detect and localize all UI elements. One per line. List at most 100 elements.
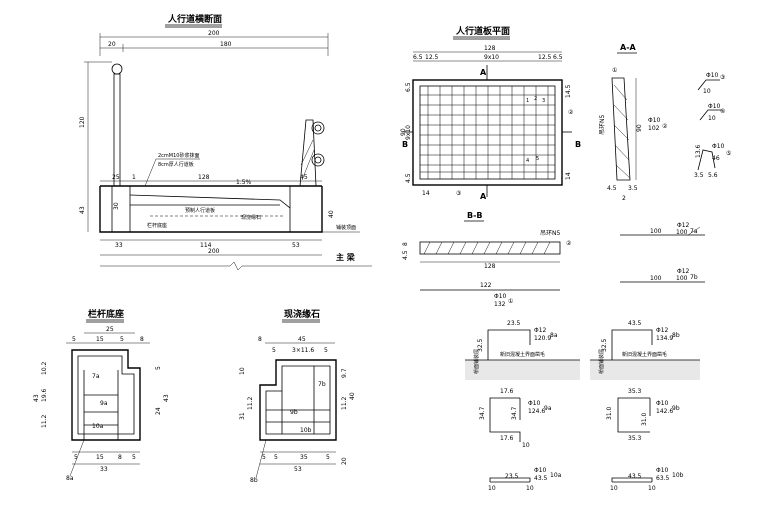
marker-2: ② (568, 109, 574, 116)
rb-dim-8: 8 (140, 336, 144, 343)
label-railing-base: 栏杆底座 (147, 222, 167, 229)
cast-curb-title: 现浇缘石 (284, 308, 320, 320)
rb-dim-102: 10.2 (41, 361, 48, 375)
rb-dim-15: 15 (96, 336, 104, 343)
dim-43: 43 (79, 206, 86, 214)
dim-2-aa: 2 (622, 195, 626, 202)
railing-tube-upper (311, 121, 325, 135)
r9b-310b: 31.0 (641, 412, 648, 426)
marker-3: ③ (456, 190, 461, 197)
dim-25: 25 (112, 174, 120, 181)
dim-90-aa: 90 (636, 124, 643, 132)
cc-outline (259, 359, 337, 441)
hatch (614, 144, 630, 161)
dim-1: 1 (132, 174, 136, 181)
r3-len: 10 (703, 88, 711, 95)
railing-base-view: 栏杆底座 25 5 15 5 8 7a 9a 10a 8a 10.2 19.6 … (33, 308, 170, 482)
r8a-325: 32.5 (477, 338, 484, 352)
r10b-435: 43.5 (628, 473, 642, 480)
rebar-8b-detail: 43.5 Φ12 134.9 8b 32.5 新旧混凝土界面凿毛 桥面铺装层 (590, 320, 700, 380)
rb-inner (77, 355, 135, 435)
rebar-details-right: Φ10 10 ③ Φ10 10 ④ Φ10 46 ⑤ 13.6 3.5 5.6 … (620, 72, 731, 283)
rebar-5 (697, 149, 716, 171)
label-hook-aa: 吊环N5 (599, 115, 606, 135)
label-curb: 现浇缘石 (241, 214, 261, 221)
rb-dim-196: 19.6 (41, 388, 48, 402)
r7a-mark: 7a (690, 228, 698, 235)
rb-dim-5d: 5 (132, 454, 136, 461)
r5-len: 46 (712, 155, 720, 162)
railing-post (113, 73, 121, 187)
deck-layer (465, 360, 580, 380)
rb-dim-112: 11.2 (41, 414, 48, 428)
rb-dim-25: 25 (106, 326, 114, 333)
railing-tube-lower (311, 153, 325, 167)
cc-mark-9b: 9b (290, 409, 298, 416)
rebar-10b-detail: 43.5 Φ10 63.5 10b 10 10 (610, 467, 684, 492)
rebar-10a-shape (489, 477, 531, 482)
rebar-label-3: 3 (542, 98, 545, 104)
railing-tube-upper-inner (314, 124, 322, 132)
dim-128-plan: 128 (484, 45, 496, 52)
dim-33: 33 (115, 242, 123, 249)
section-body (99, 186, 323, 233)
section-mark-b-left: B (402, 140, 408, 149)
r8b-len: 134.9 (656, 335, 673, 342)
marker-2-bb: ② (566, 240, 572, 247)
rb-dim-8: 8 (118, 454, 122, 461)
r4-mark: ④ (720, 108, 725, 115)
slab-inner (419, 85, 556, 180)
r8a-note: 桥面铺装层 (473, 349, 480, 374)
label-main-beam: 主 梁 (336, 252, 356, 262)
dim-30: 30 (113, 202, 120, 210)
section-aa-view: A-A ① 吊环N5 90 Φ10 102 ② 4.5 3.5 2 (599, 43, 668, 202)
rebar-8b-shape (611, 329, 653, 375)
dim-14-right: 14 (565, 172, 572, 180)
r10b-len: 63.5 (656, 475, 670, 482)
rb-dim-5a: 5 (72, 336, 76, 343)
rebar-3 (697, 79, 720, 91)
cc-dim-112: 11.2 (247, 396, 254, 410)
rebar-9b-shape (617, 397, 650, 433)
rb-mark-9a: 9a (100, 400, 108, 407)
r8a-len: 120.9 (534, 335, 551, 342)
rebar-label-5: 5 (536, 156, 539, 162)
rebar-10b-shape (611, 477, 653, 482)
dim-65b: 6.5 (553, 54, 563, 61)
rebar-10a-detail: 23.5 Φ10 43.5 10a 10 10 (488, 467, 562, 492)
leader (144, 158, 157, 187)
dim-65-v: 6.5 (405, 82, 412, 92)
aa-section (611, 77, 631, 181)
rebar-9a-detail: 17.6 Φ10 124.6 9a 34.7 34.7 17.6 10 (479, 388, 552, 449)
dim-8-bb: 8 (402, 242, 409, 246)
rebar-label-2: 2 (534, 96, 537, 102)
r1-122: 122 (480, 282, 492, 289)
cc-dim-3x116: 3×11.6 (292, 347, 314, 354)
r5-dia: Φ10 (712, 143, 725, 150)
r9b-dia: Φ10 (656, 400, 669, 407)
section-bb-view: B-B 吊环N5 ② 8 4.5 128 122 Φ10 132 ① (402, 211, 572, 308)
cc-dim-5e: 5 (326, 454, 330, 461)
rebar-label-4: 4 (526, 158, 529, 164)
rebar-4 (699, 109, 722, 121)
rb-dim-5e: 5 (155, 366, 162, 370)
r9b-mark: 9b (672, 405, 680, 412)
deck-layer-b (590, 360, 700, 380)
r3-dia: Φ10 (706, 72, 719, 79)
rb-dim-24: 24 (155, 407, 162, 415)
r10b-dia: Φ10 (656, 467, 669, 474)
r7a-len: 100 (676, 229, 688, 236)
cross-section-view: 人行道横断面 200 20 180 120 43 (79, 13, 372, 271)
dim-40: 40 (328, 210, 335, 218)
cast-curb-view: 现浇缘石 8 45 5 3×11.6 5 7b 9b 10b 8b 10 31 … (239, 308, 356, 484)
r9a-347b: 34.7 (511, 406, 518, 420)
cc-dim-20: 20 (341, 457, 348, 465)
cc-dim-5b: 5 (324, 347, 328, 354)
rb-dim-5c: 5 (74, 454, 78, 461)
rb-dim-15b: 15 (96, 454, 104, 461)
r9a-10: 10 (522, 442, 530, 449)
r5-mark: ⑤ (726, 150, 731, 157)
r1-dia: Φ10 (494, 293, 507, 300)
r4-dia: Φ10 (708, 103, 721, 110)
hatch (300, 139, 314, 166)
